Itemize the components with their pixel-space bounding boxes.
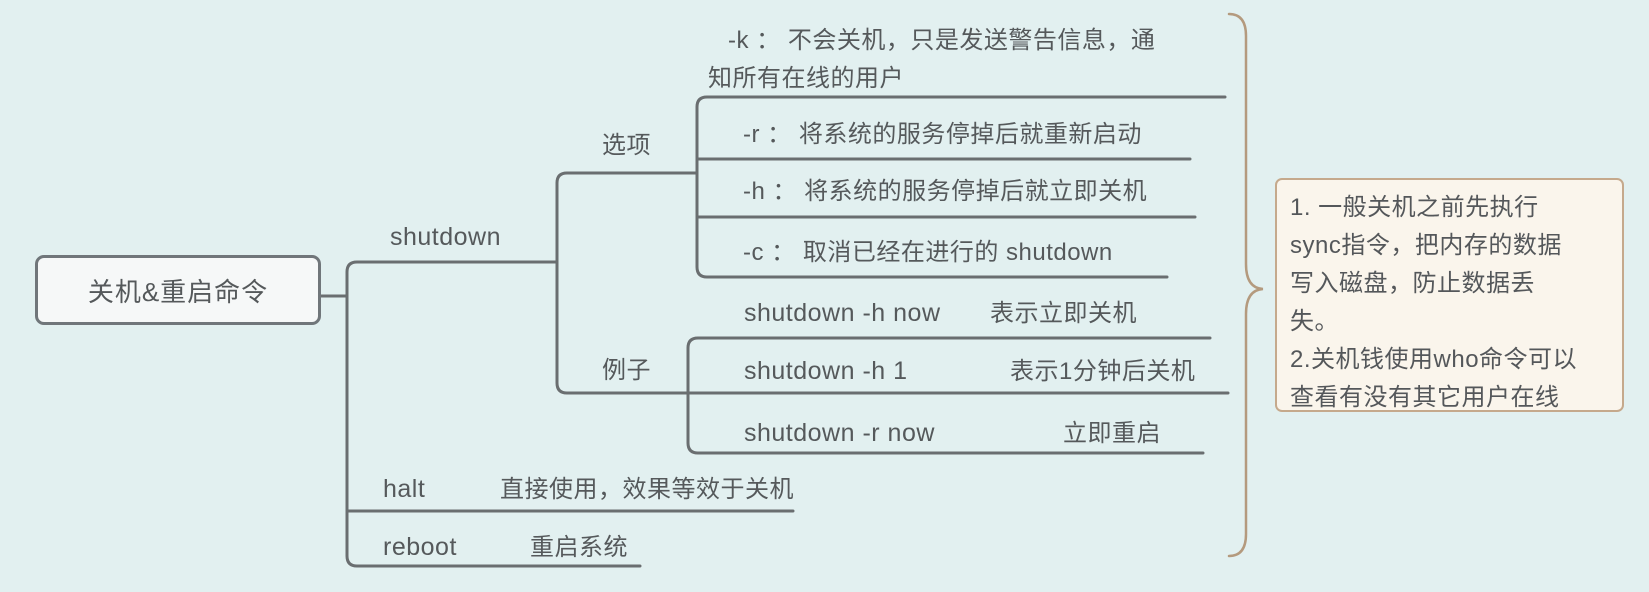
example-1-desc: 表示立即关机: [990, 300, 1137, 327]
edge-trunk-shutdown-reboot: [345, 260, 642, 568]
node-examples[interactable]: 例子: [602, 357, 651, 384]
node-option-h[interactable]: -h ： 将系统的服务停掉后就立即关机: [743, 178, 1148, 205]
note-text: 1. 一般关机之前先执行 sync指令，把内存的数据 写入磁盘，防止数据丢 失。…: [1290, 194, 1578, 411]
example-1-command[interactable]: shutdown -h now: [744, 299, 941, 327]
node-option-k[interactable]: -k ： 不会关机，只是发送警告信息，通 知所有在线的用户: [708, 27, 1156, 92]
edge-options-examples-rail: [555, 171, 1230, 395]
node-option-r[interactable]: -r ： 将系统的服务停掉后就重新启动: [743, 121, 1142, 148]
node-shutdown[interactable]: shutdown: [390, 223, 502, 251]
reboot-desc: 重启系统: [530, 534, 628, 561]
note-brace: [1227, 12, 1264, 558]
node-root[interactable]: 关机&重启命令: [35, 255, 321, 325]
example-2-command[interactable]: shutdown -h 1: [744, 357, 908, 385]
node-option-c[interactable]: -c ： 取消已经在进行的 shutdown: [743, 239, 1113, 266]
edge-options-children-rail: [695, 95, 1227, 279]
node-reboot[interactable]: reboot: [383, 533, 457, 561]
note-box[interactable]: 1. 一般关机之前先执行 sync指令，把内存的数据 写入磁盘，防止数据丢 失。…: [1275, 178, 1624, 412]
edge-examples-children-rail: [686, 336, 1212, 455]
node-options[interactable]: 选项: [602, 132, 651, 159]
example-3-desc: 立即重启: [1063, 420, 1161, 447]
node-halt[interactable]: halt: [383, 475, 426, 503]
example-2-desc: 表示1分钟后关机: [1010, 358, 1196, 385]
root-label: 关机&重启命令: [87, 276, 269, 307]
example-3-command[interactable]: shutdown -r now: [744, 419, 935, 447]
halt-desc: 直接使用，效果等效于关机: [500, 476, 794, 503]
